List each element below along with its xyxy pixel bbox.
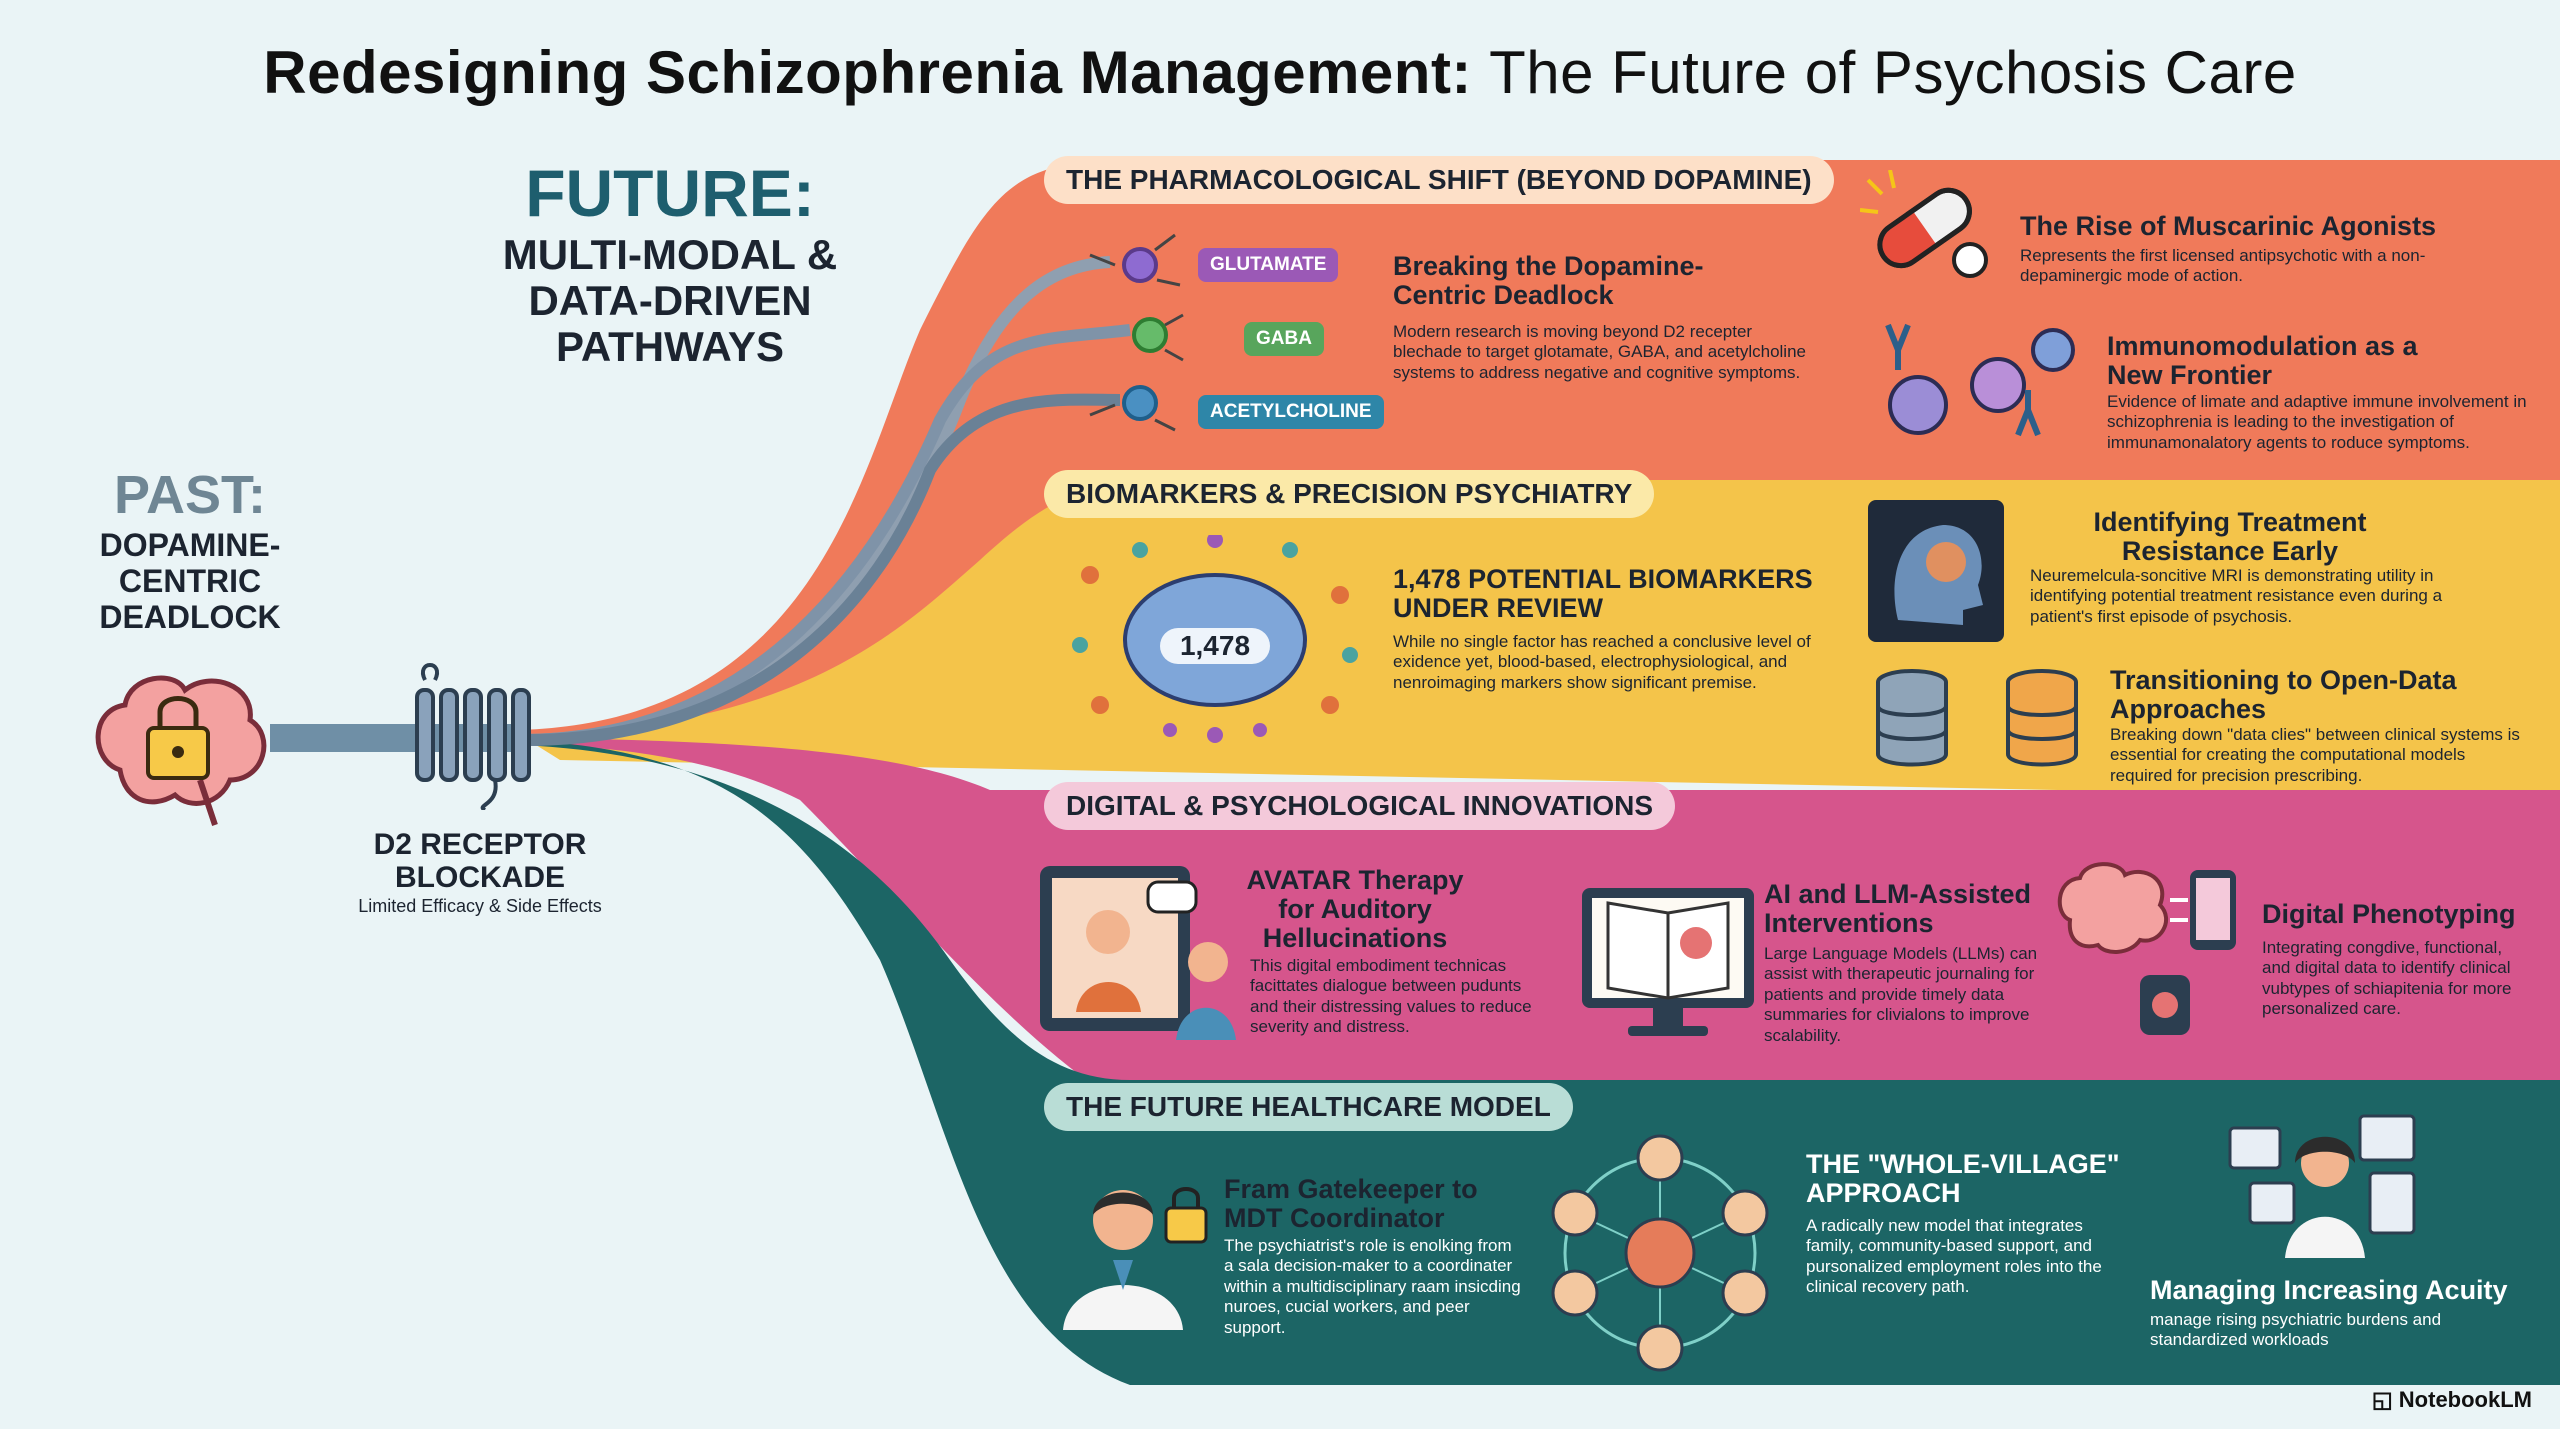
tag-acetylcholine: ACETYLCHOLINE (1198, 395, 1384, 429)
receptor-icon (415, 663, 531, 810)
whole-village-network-icon (1551, 1134, 1769, 1372)
notebooklm-icon: ◱ (2371, 1387, 2399, 1412)
pill-icon (1860, 170, 1988, 278)
clinician-dashboard-icon (2228, 1114, 2416, 1258)
card-title-open-data: Transitioning to Open-Data Approaches (2110, 665, 2457, 725)
band-label-biomarkers: BIOMARKERS & PRECISION PSYCHIATRY (1044, 470, 1655, 518)
page-title: Redesigning Schizophrenia Management: Th… (0, 38, 2560, 107)
band-label-healthcare: THE FUTURE HEALTHCARE MODEL (1044, 1083, 1573, 1131)
immune-cells-icon (1885, 323, 2075, 437)
future-heading: FUTURE: (525, 156, 815, 230)
title-rest: The Future of Psychosis Care (1489, 39, 2297, 106)
band-healthcare-shape (520, 740, 2560, 1385)
tag-gaba: GABA (1244, 322, 1324, 356)
card-body-avatar: This digital embodiment technicas facitt… (1250, 956, 1532, 1037)
card-title-muscarinic: The Rise of Muscarinic Agonists (2020, 211, 2437, 241)
card-title-biomarkers: 1,478 POTENTIAL BIOMARKERS UNDER REVIEW (1393, 564, 1813, 624)
d2-title: D2 RECEPTOR BLOCKADE (373, 828, 587, 894)
card-body-acuity: manage rising psychiatric burdens and st… (2150, 1310, 2442, 1350)
band-label-digital: DIGITAL & PSYCHOLOGICAL INNOVATIONS (1044, 782, 1675, 830)
card-title-phenotyping: Digital Phenotyping (2262, 899, 2516, 929)
card-body-immunomodulation: Evidence of limate and adaptive immune i… (2107, 392, 2527, 452)
biomarker-count-badge: 1,478 (1160, 628, 1270, 664)
future-subtitle: MULTI-MODAL & DATA-DRIVEN PATHWAYS (502, 231, 838, 371)
doctor-lock-icon (1063, 1187, 1208, 1330)
band-label-pharmacological: THE PHARMACOLOGICAL SHIFT (BEYOND DOPAMI… (1044, 156, 1834, 204)
past-subtitle: DOPAMINE-CENTRIC DEADLOCK (99, 527, 281, 635)
footer-label: NotebookLM (2398, 1387, 2532, 1412)
past-heading: PAST: (113, 465, 266, 525)
ai-book-monitor-icon (1582, 888, 1754, 1036)
card-title-deadlock: Breaking the Dopamine-Centric Deadlock (1393, 251, 1704, 311)
card-body-biomarkers: While no single factor has reached a con… (1393, 632, 1811, 692)
card-title-acuity: Managing Increasing Acuity (2150, 1275, 2508, 1305)
card-title-immunomodulation: Immunomodulation as a New Frontier (2107, 331, 2418, 391)
card-title-whole-village: THE "WHOLE-VILLAGE" APPROACH (1806, 1149, 2120, 1209)
card-body-mdt-coordinator: The psychiatrist's role is enolking from… (1224, 1236, 1521, 1337)
neuron-icon (1089, 233, 1184, 432)
digital-phenotyping-icon (2057, 862, 2236, 1035)
brain-lock-icon (95, 675, 267, 826)
card-body-deadlock: Modern research is moving beyond D2 rece… (1393, 322, 1806, 382)
card-body-open-data: Breaking down "data clies" between clini… (2110, 725, 2520, 785)
title-bold: Redesigning Schizophrenia Management: (263, 39, 1472, 106)
notebooklm-logo: ◱ NotebookLM (2372, 1387, 2532, 1413)
card-title-treatment-resistance: Identifying Treatment Resistance Early (2093, 507, 2367, 567)
database-icon (1876, 669, 2078, 767)
card-title-mdt-coordinator: Fram Gatekeeper to MDT Coordinator (1224, 1174, 1478, 1234)
band-digital-shape (520, 738, 2560, 1090)
card-title-avatar: AVATAR Therapy for Auditory Hellucinatio… (1246, 865, 1464, 954)
card-body-phenotyping: Integrating congdive, functional, and di… (2262, 938, 2512, 1019)
card-body-whole-village: A radically new model that integrates fa… (1806, 1216, 2102, 1297)
card-body-ai-llm: Large Language Models (LLMs) can assist … (1764, 944, 2038, 1045)
mri-scan-icon (1868, 500, 2004, 642)
card-body-muscarinic: Represents the first licensed antipsycho… (2020, 246, 2426, 286)
d2-subtitle: Limited Efficacy & Side Effects (358, 896, 602, 916)
card-title-ai-llm: AI and LLM-Assisted Interventions (1764, 879, 2032, 939)
tag-glutamate: GLUTAMATE (1198, 248, 1339, 282)
card-body-treatment-resistance: Neuremelcula-soncitive MRI is demonstrat… (2030, 566, 2443, 626)
tablet-avatar-icon (1040, 866, 1236, 1040)
